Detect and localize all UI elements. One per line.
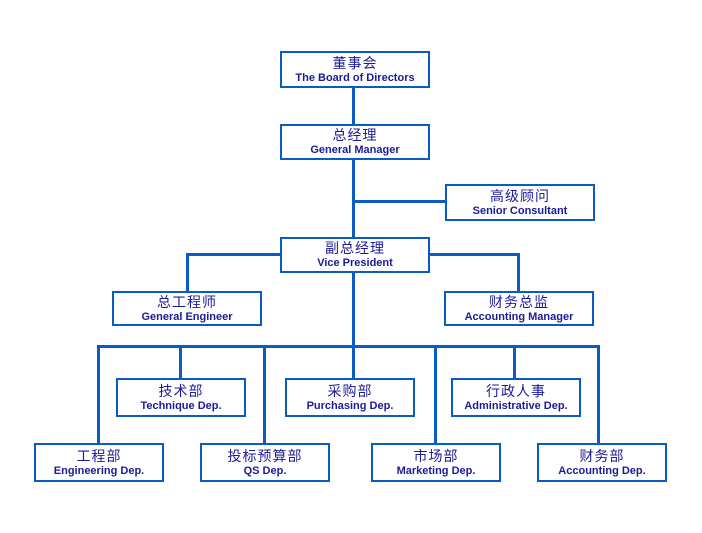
connector-consultant-branch: [352, 200, 447, 203]
node-engineering-zh-label: 工程部: [76, 447, 122, 464]
node-engineering-en-label: Engineering Dep.: [53, 464, 145, 477]
node-qs-zh-label: 投标预算部: [227, 447, 303, 464]
connector-drop-technique: [179, 345, 182, 378]
connector-drop-accounting-manager: [517, 253, 520, 291]
connector-drop-engineering: [97, 345, 100, 443]
node-accounting-manager: 财务总监 Accounting Manager: [444, 291, 594, 326]
node-senior-consultant: 高级顾问 Senior Consultant: [445, 184, 595, 221]
node-administrative-en-label: Administrative Dep.: [464, 399, 568, 412]
node-gm-en-label: General Manager: [310, 144, 400, 156]
node-accounting-manager-zh-label: 财务总监: [489, 293, 549, 310]
node-accounting-en-label: Accounting Dep.: [558, 464, 646, 477]
node-vp-zh-label: 副总经理: [325, 240, 385, 256]
node-technique-dep: 技术部 Technique Dep.: [116, 378, 246, 417]
node-board-en-label: The Board of Directors: [295, 71, 415, 84]
node-accounting-dep: 财务部 Accounting Dep.: [537, 443, 667, 482]
node-board-of-directors: 董事会 The Board of Directors: [280, 51, 430, 88]
connector-drop-marketing: [434, 345, 437, 443]
node-chief-engineer-zh-label: 总工程师: [157, 293, 217, 310]
node-board-zh-label: 董事会: [332, 54, 378, 71]
node-marketing-dep: 市场部 Marketing Dep.: [371, 443, 501, 482]
connector-drop-chief-engineer: [186, 253, 189, 291]
node-purchasing-dep: 采购部 Purchasing Dep.: [285, 378, 415, 417]
node-marketing-en-label: Marketing Dep.: [396, 464, 476, 477]
node-technique-en-label: Technique Dep.: [140, 399, 222, 412]
node-administrative-zh-label: 行政人事: [486, 382, 546, 399]
node-qs-dep: 投标预算部 QS Dep.: [200, 443, 330, 482]
node-purchasing-en-label: Purchasing Dep.: [306, 399, 394, 412]
connector-drop-administrative: [513, 345, 516, 378]
node-accounting-manager-en-label: Accounting Manager: [464, 310, 574, 323]
node-engineering-dep: 工程部 Engineering Dep.: [34, 443, 164, 482]
connector-drop-accounting: [597, 345, 600, 443]
node-consultant-en-label: Senior Consultant: [472, 204, 568, 217]
node-chief-engineer-en-label: General Engineer: [141, 310, 233, 323]
node-consultant-zh-label: 高级顾问: [490, 187, 550, 204]
node-general-manager: 总经理 General Manager: [280, 124, 430, 160]
connector-spine-vertical: [352, 88, 355, 379]
node-marketing-zh-label: 市场部: [413, 447, 459, 464]
node-accounting-zh-label: 财务部: [579, 447, 625, 464]
node-administrative-dep: 行政人事 Administrative Dep.: [451, 378, 581, 417]
node-gm-zh-label: 总经理: [332, 127, 378, 143]
node-general-engineer: 总工程师 General Engineer: [112, 291, 262, 326]
node-vice-president: 副总经理 Vice President: [280, 237, 430, 273]
node-purchasing-zh-label: 采购部: [327, 382, 373, 399]
connector-department-bus: [97, 345, 600, 348]
node-qs-en-label: QS Dep.: [243, 464, 287, 477]
connector-drop-qs: [263, 345, 266, 443]
node-vp-en-label: Vice President: [317, 257, 393, 269]
node-technique-zh-label: 技术部: [158, 382, 204, 399]
